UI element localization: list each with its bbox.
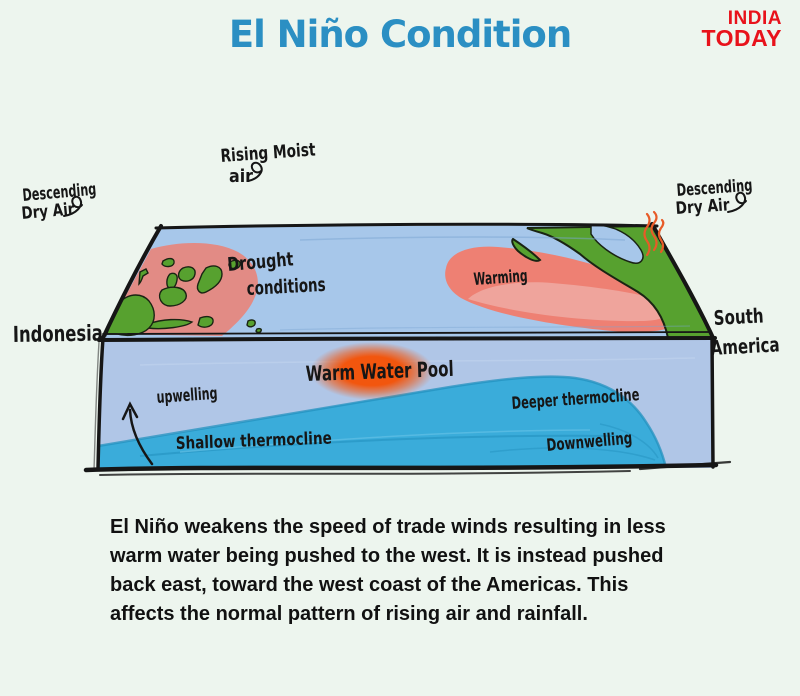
island-shape — [246, 319, 256, 328]
island-shape — [158, 286, 187, 307]
logo-line-today: TODAY — [701, 25, 782, 52]
warming-area-inner-blob — [468, 282, 673, 322]
thermocline-boundary-line — [98, 375, 668, 468]
air-curl — [727, 191, 747, 213]
caption-line: warm water being pushed to the west. It … — [110, 545, 664, 567]
warm-water-pool-label: Warm Water Pool — [305, 357, 454, 386]
rising-moist-air-label-line2: air — [229, 166, 253, 187]
upwelling-arrow-shaft — [128, 408, 154, 466]
box-front-left-edge — [96, 336, 105, 471]
deep-water-thermocline-body — [98, 376, 666, 468]
box-bottom-edge-sketch — [99, 470, 631, 476]
island-shape — [161, 257, 175, 268]
deep-water-streak — [489, 447, 656, 461]
baja-peninsula — [511, 237, 542, 262]
heat-squiggle-line — [657, 218, 665, 254]
warming-label: Warming — [473, 266, 528, 290]
explanation-caption: El Niño weakens the speed of trade winds… — [110, 513, 666, 629]
box-bottom-edge — [83, 462, 719, 473]
island-shape — [228, 259, 241, 270]
south-america-label-line2: America — [710, 332, 780, 360]
air-curl — [63, 195, 83, 217]
deep-water-streak — [179, 429, 591, 453]
island-shape — [196, 265, 223, 294]
india-today-logo: INDIA TODAY — [701, 8, 782, 52]
heat-squiggles — [643, 210, 665, 257]
box-front-left-edge-sketch — [93, 341, 100, 471]
box-front-top-edge-thin — [102, 331, 712, 335]
island-shape — [147, 318, 194, 330]
upwelling-arrow — [121, 401, 154, 466]
island-shape — [177, 266, 196, 282]
box-outline-group — [83, 222, 732, 476]
island-shape — [138, 268, 149, 286]
deep-water-streak — [139, 434, 621, 457]
upwelling-label: upwelling — [156, 384, 218, 408]
caption-line: affects the normal pattern of rising air… — [110, 603, 588, 625]
air-flourish-curls — [63, 161, 747, 217]
logo-line-india: INDIA — [727, 8, 782, 29]
box-top-edge — [154, 222, 659, 230]
south-america-label-line1: South — [713, 303, 764, 330]
air-curl — [247, 161, 263, 182]
rising-moist-air-label-line1: Rising Moist — [220, 139, 317, 167]
box-left-slant-edge-sketch — [105, 233, 157, 337]
americas-landmass-group — [511, 225, 713, 338]
americas-mainland — [526, 225, 713, 338]
box-front-right-edge — [710, 336, 715, 469]
caption-line: back east, toward the west coast of the … — [110, 574, 629, 596]
gulf-of-mexico — [590, 225, 644, 264]
caption-line: El Niño weakens the speed of trade winds… — [110, 516, 666, 538]
indonesia-label: Indonesia — [13, 321, 103, 348]
surface-sketch-streak — [279, 325, 691, 331]
heat-squiggle-line — [650, 210, 658, 252]
surface-sketch-streak — [299, 236, 626, 241]
island-shape — [255, 327, 262, 334]
descending-dry-air-right-label-line2: Dry Air — [675, 195, 731, 219]
box-bottom-edge-sketch — [638, 460, 732, 471]
box-front-top-edge — [97, 336, 717, 342]
page-title: El Niño Condition — [228, 13, 572, 56]
heat-squiggle-line — [643, 212, 651, 257]
warm-water-pool-glow — [310, 342, 434, 400]
descending-dry-air-left-label-line2: Dry Air — [21, 199, 76, 224]
upwelling-arrow-head — [121, 401, 139, 421]
drought-conditions-label-line2: conditions — [246, 274, 326, 300]
island-shape — [197, 315, 214, 328]
deep-water-streak — [599, 423, 659, 459]
